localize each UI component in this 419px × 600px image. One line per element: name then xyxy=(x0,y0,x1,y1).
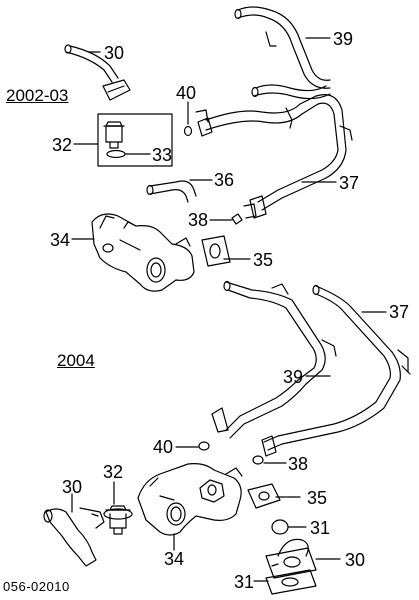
gasket-35-bottom xyxy=(247,483,281,509)
box-32-33 xyxy=(97,113,173,167)
callout-33-top: 33 xyxy=(152,145,173,165)
callout-40-bottom: 40 xyxy=(153,437,174,457)
callout-32-top: 32 xyxy=(52,135,73,155)
gasket-35-top xyxy=(201,235,231,267)
callout-31-lower: 31 xyxy=(234,572,255,592)
callout-30-top: 30 xyxy=(104,43,125,63)
pipe-39-bottom xyxy=(211,280,337,439)
callout-31-upper: 31 xyxy=(310,518,331,538)
callout-32-bottom: 32 xyxy=(103,462,124,482)
oring-40-bottom xyxy=(198,441,210,451)
callout-39-top: 39 xyxy=(333,29,354,49)
callout-34-bottom: 34 xyxy=(164,549,185,569)
diagram-code: 056-02010 xyxy=(3,579,70,594)
clip-38-bottom xyxy=(252,455,264,465)
heading-2004: 2004 xyxy=(57,351,95,370)
gasket-33-top xyxy=(106,149,126,159)
outlet-30-bottom-right xyxy=(265,538,317,579)
housing-34-top xyxy=(91,213,195,292)
housing-34-bottom xyxy=(137,463,243,536)
callout-30-bottom-right: 30 xyxy=(345,550,366,570)
pipe-37-top xyxy=(195,94,353,219)
callout-34-top: 34 xyxy=(50,230,71,250)
callout-36: 36 xyxy=(214,170,235,190)
callout-38-top: 38 xyxy=(188,210,209,230)
callout-37-top: 37 xyxy=(339,173,360,193)
pipe-37-bottom xyxy=(261,284,411,457)
callout-37-bottom: 37 xyxy=(389,302,410,322)
gasket-31-lower xyxy=(265,569,317,595)
callout-30-bottom-left: 30 xyxy=(62,477,83,497)
thermostat-32-top xyxy=(103,121,125,149)
thermostat-32-bottom xyxy=(103,505,133,535)
hose-30-top xyxy=(64,44,131,101)
callout-40-top: 40 xyxy=(176,83,197,103)
callout-38-bottom: 38 xyxy=(288,454,309,474)
clip-38-top xyxy=(231,213,243,225)
oring-40-top xyxy=(183,125,193,137)
callout-39-bottom: 39 xyxy=(283,367,304,387)
pipe-39-top xyxy=(234,6,331,100)
callout-35-top: 35 xyxy=(253,250,274,270)
hose-36 xyxy=(146,180,197,203)
callout-35-bottom: 35 xyxy=(307,488,328,508)
heading-2002-03: 2002-03 xyxy=(6,86,69,105)
outlet-30-bottom-left xyxy=(43,507,105,567)
seal-31-upper xyxy=(271,519,289,535)
